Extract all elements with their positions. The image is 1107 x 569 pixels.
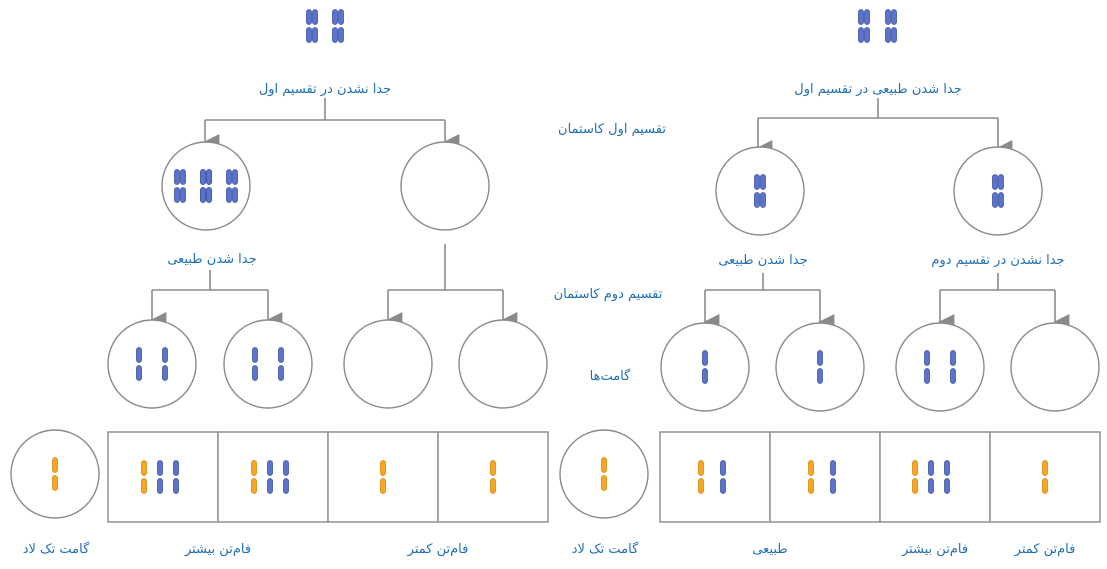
label-right-mid-right: جدا نشدن در تقسیم دوم <box>931 253 1064 268</box>
left-meiosis1-cell-empty <box>400 141 490 231</box>
chromosome-single <box>267 460 273 494</box>
chromosome-orange <box>808 460 814 494</box>
label-right-mid-left: جدا شدن طبیعی <box>718 253 807 268</box>
chromosome-doubled <box>226 169 238 203</box>
chromosome-orange <box>52 457 58 491</box>
chromosomes <box>52 9 1048 494</box>
chromosome-orange <box>141 460 147 494</box>
right-gamete-1 <box>660 322 750 412</box>
chromosome-single <box>944 460 950 494</box>
label-meiosis2: تقسیم دوم کاستمان <box>554 287 663 302</box>
chromosome-orange <box>601 457 607 491</box>
chromosome-orange <box>251 460 257 494</box>
right-zygote-boxes <box>659 431 1101 523</box>
right-zygote-3 <box>879 431 991 523</box>
right-meiosis1-cell-right <box>953 146 1043 236</box>
chromosome-single <box>950 350 956 384</box>
chromosome-single <box>173 460 179 494</box>
left-gamete-2 <box>223 319 313 409</box>
chromosome-doubled <box>174 169 186 203</box>
chromosome-single <box>924 350 930 384</box>
left-gamete-3 <box>343 319 433 409</box>
right-monoploid-gamete <box>559 429 649 519</box>
left-zygote-4 <box>437 431 549 523</box>
chromosome-single <box>157 460 163 494</box>
chromosome-single <box>928 460 934 494</box>
chromosome-single <box>817 350 823 384</box>
chromosome-single <box>702 350 708 384</box>
left-zygote-boxes <box>107 431 549 523</box>
right-gamete-4 <box>1010 322 1100 412</box>
label-right-normal: طبیعی <box>752 542 787 557</box>
right-zygote-1 <box>659 431 771 523</box>
label-right-more: فام‌تن بیشتر <box>901 542 968 557</box>
label-meiosis1: تقسیم اول کاستمان <box>558 122 666 137</box>
label-left-monoploid: گامت تک لاد <box>23 541 90 557</box>
left-zygote-2 <box>217 431 329 523</box>
right-zygote-2 <box>769 431 881 523</box>
left-monoploid-gamete <box>10 429 100 519</box>
chromosome-parent <box>332 9 344 43</box>
left-gamete-1 <box>107 319 197 409</box>
chromosome-doubled <box>992 174 1004 208</box>
chromosome-parent <box>858 9 870 43</box>
label-left-mid: جدا شدن طبیعی <box>167 252 256 267</box>
left-zygote-3 <box>327 431 439 523</box>
chromosome-doubled <box>200 169 212 203</box>
label-left-less: فام‌تن کمتر <box>407 542 469 557</box>
left-connectors <box>150 98 518 328</box>
chromosome-orange <box>1042 460 1048 494</box>
right-gamete-2 <box>775 322 865 412</box>
right-connectors <box>703 98 1070 330</box>
chromosome-single <box>278 347 284 381</box>
label-left-top: جدا نشدن در تقسیم اول <box>259 82 391 97</box>
chromosome-parent <box>885 9 897 43</box>
chromosome-parent <box>306 9 318 43</box>
left-zygote-1 <box>107 431 219 523</box>
label-right-top: جدا شدن طبیعی در تقسیم اول <box>794 82 961 97</box>
chromosome-single <box>283 460 289 494</box>
chromosome-single <box>162 347 168 381</box>
left-meiosis1-cell-full <box>161 141 251 231</box>
label-right-less: فام‌تن کمتر <box>1014 542 1076 557</box>
chromosome-orange <box>912 460 918 494</box>
chromosome-orange <box>380 460 386 494</box>
label-right-monoploid: گامت تک لاد <box>572 541 639 557</box>
chromosome-single <box>720 460 726 494</box>
cells <box>10 141 1100 519</box>
chromosome-single <box>252 347 258 381</box>
chromosome-orange <box>698 460 704 494</box>
left-gamete-4 <box>458 319 548 409</box>
right-meiosis1-cell-left <box>715 146 805 236</box>
right-gamete-3 <box>895 322 985 412</box>
chromosome-doubled <box>754 174 766 208</box>
chromosome-single <box>136 347 142 381</box>
right-zygote-4 <box>989 431 1101 523</box>
label-gametes: گامت‌ها <box>590 368 632 384</box>
label-left-more: فام‌تن بیشتر <box>184 542 251 557</box>
chromosome-orange <box>490 460 496 494</box>
chromosome-single <box>830 460 836 494</box>
